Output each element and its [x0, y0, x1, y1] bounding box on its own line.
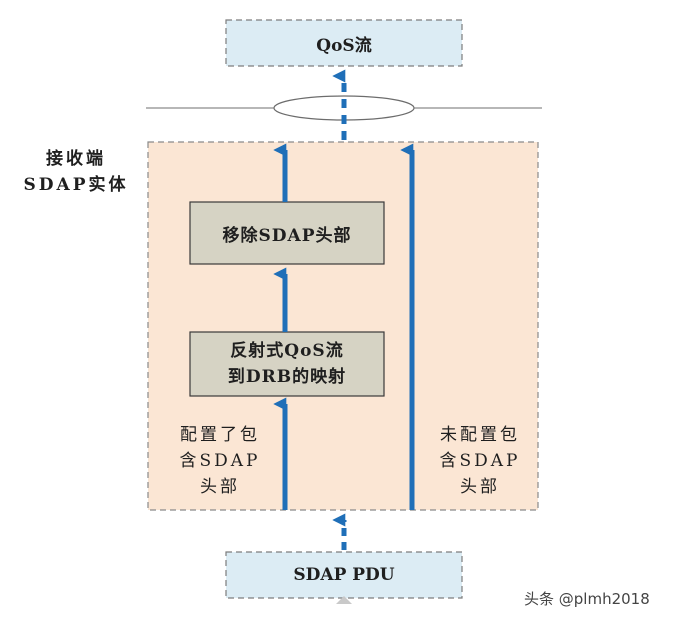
qos-flow-box — [225, 19, 463, 67]
sdap-entity-label: 接收端 SDAP实体 — [14, 146, 138, 198]
sdap-entity-line2: SDAP实体 — [23, 175, 129, 195]
unconfigured-path-line3: 头部 — [460, 477, 500, 497]
remove-header-label: 移除SDAP头部 — [190, 202, 384, 264]
remove-header-box — [189, 201, 385, 265]
configured-path-label: 配置了包 含SDAP 头部 — [164, 422, 276, 500]
sdap-entity-line1: 接收端 — [46, 149, 106, 169]
configured-path-line1: 配置了包 — [180, 425, 260, 445]
reflective-mapping-box — [189, 331, 385, 397]
unconfigured-path-line1: 未配置包 — [440, 425, 520, 445]
sdap-pdu-label: SDAP PDU — [226, 552, 462, 598]
qos-flow-label: QoS流 — [226, 20, 462, 66]
unconfigured-path-line2: 含SDAP — [439, 451, 521, 471]
unconfigured-path-label: 未配置包 含SDAP 头部 — [424, 422, 536, 500]
qos-flow-text: QoS流 — [316, 35, 372, 56]
configured-path-line3: 头部 — [200, 477, 240, 497]
reflective-mapping-line1: 反射式QoS流 — [230, 341, 344, 361]
sdap-pdu-box — [225, 551, 463, 599]
remove-header-text: 移除SDAP头部 — [222, 225, 352, 246]
reflective-mapping-line2: 到DRB的映射 — [227, 367, 347, 387]
watermark-text: 头条 @plmh2018 — [524, 590, 650, 608]
configured-path-line2: 含SDAP — [179, 451, 261, 471]
input-triangle-icon — [336, 596, 352, 604]
sdap-pdu-text: SDAP PDU — [293, 565, 395, 585]
reflective-mapping-label: 反射式QoS流 到DRB的映射 — [190, 332, 384, 396]
